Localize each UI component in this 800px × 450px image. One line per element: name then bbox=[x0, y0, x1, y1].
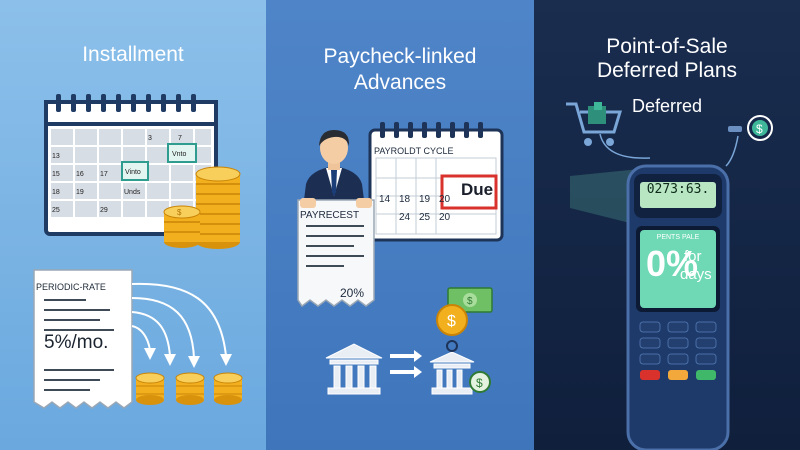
calendar-number: 17 bbox=[100, 171, 108, 178]
coin-stack-icon: $ bbox=[163, 166, 241, 249]
installment-title: Installment bbox=[82, 43, 184, 66]
calendar-number: 16 bbox=[76, 171, 84, 178]
payment-terminal-icon bbox=[626, 164, 730, 450]
calendar-number: 20 bbox=[439, 194, 451, 205]
receipt-title: PERIODIC-RATE bbox=[36, 282, 106, 292]
arrow-icon bbox=[599, 133, 651, 159]
paystub-icon bbox=[297, 198, 375, 308]
calendar-label: Unds bbox=[124, 189, 141, 196]
dollar-bill-icon: $ bbox=[725, 115, 773, 167]
paycheck-panel: Paycheck-linked Advances PAYROLDT CYCLE bbox=[266, 0, 534, 450]
calendar-number: 19 bbox=[419, 194, 431, 205]
coin-stack-icon bbox=[135, 372, 243, 405]
calendar-number: 13 bbox=[52, 153, 60, 160]
svg-text:$: $ bbox=[467, 296, 473, 307]
svg-text:$: $ bbox=[177, 208, 182, 217]
calendar-number: 25 bbox=[419, 212, 431, 223]
pos-panel: Point-of-Sale Deferred Plans Deferred $ bbox=[534, 0, 800, 450]
calendar-number: 15 bbox=[52, 171, 60, 178]
pos-title-line1: Point-of-Sale bbox=[606, 35, 728, 58]
terminal-display: 0273:63. bbox=[646, 182, 710, 197]
shopping-cart-icon bbox=[566, 102, 623, 146]
receipt-icon bbox=[33, 269, 133, 409]
calendar-number: 14 bbox=[379, 194, 391, 205]
calendar-label: Vinto bbox=[125, 169, 141, 176]
pos-subtitle: Deferred bbox=[631, 96, 703, 116]
pos-title-line2: Deferred Plans bbox=[596, 59, 738, 82]
dollar-bill-icon: $ $ bbox=[436, 287, 493, 336]
svg-text:$: $ bbox=[476, 376, 483, 390]
arrow-icon bbox=[131, 282, 232, 368]
calendar-number: 20 bbox=[439, 212, 451, 223]
calendar-icon bbox=[368, 122, 504, 242]
calendar-number: 24 bbox=[399, 212, 411, 223]
calendar-number: 3 bbox=[148, 135, 152, 142]
calendar-number: 19 bbox=[76, 189, 84, 196]
calendar-number: 18 bbox=[399, 194, 411, 205]
screen-days: days bbox=[680, 266, 712, 283]
svg-text:$: $ bbox=[447, 313, 456, 330]
calendar-label: Vnto bbox=[172, 151, 187, 158]
calendar-number: 29 bbox=[100, 207, 108, 214]
paystub-percent: 20% bbox=[340, 286, 365, 300]
calendar-number: 25 bbox=[52, 207, 60, 214]
screen-caption: PENTS PALE bbox=[656, 234, 700, 241]
installment-panel: Installment 3 7 13 bbox=[0, 0, 266, 450]
paycheck-title-line1: Paycheck-linked bbox=[323, 45, 477, 68]
receipt-rate: 5%/mo. bbox=[44, 332, 109, 353]
screen-main: 0% bbox=[646, 243, 699, 284]
bank-icon: $ bbox=[325, 340, 491, 395]
calendar-title: PAYROLDT CYCLE bbox=[374, 146, 454, 156]
paycheck-title-line2: Advances bbox=[353, 71, 447, 94]
svg-text:$: $ bbox=[756, 122, 763, 136]
due-label: Due bbox=[460, 180, 494, 199]
screen-for: for bbox=[684, 248, 702, 265]
paystub-title: PAYRECEST bbox=[300, 210, 360, 221]
calendar-number: 18 bbox=[52, 189, 60, 196]
calendar-number: 7 bbox=[178, 135, 182, 142]
